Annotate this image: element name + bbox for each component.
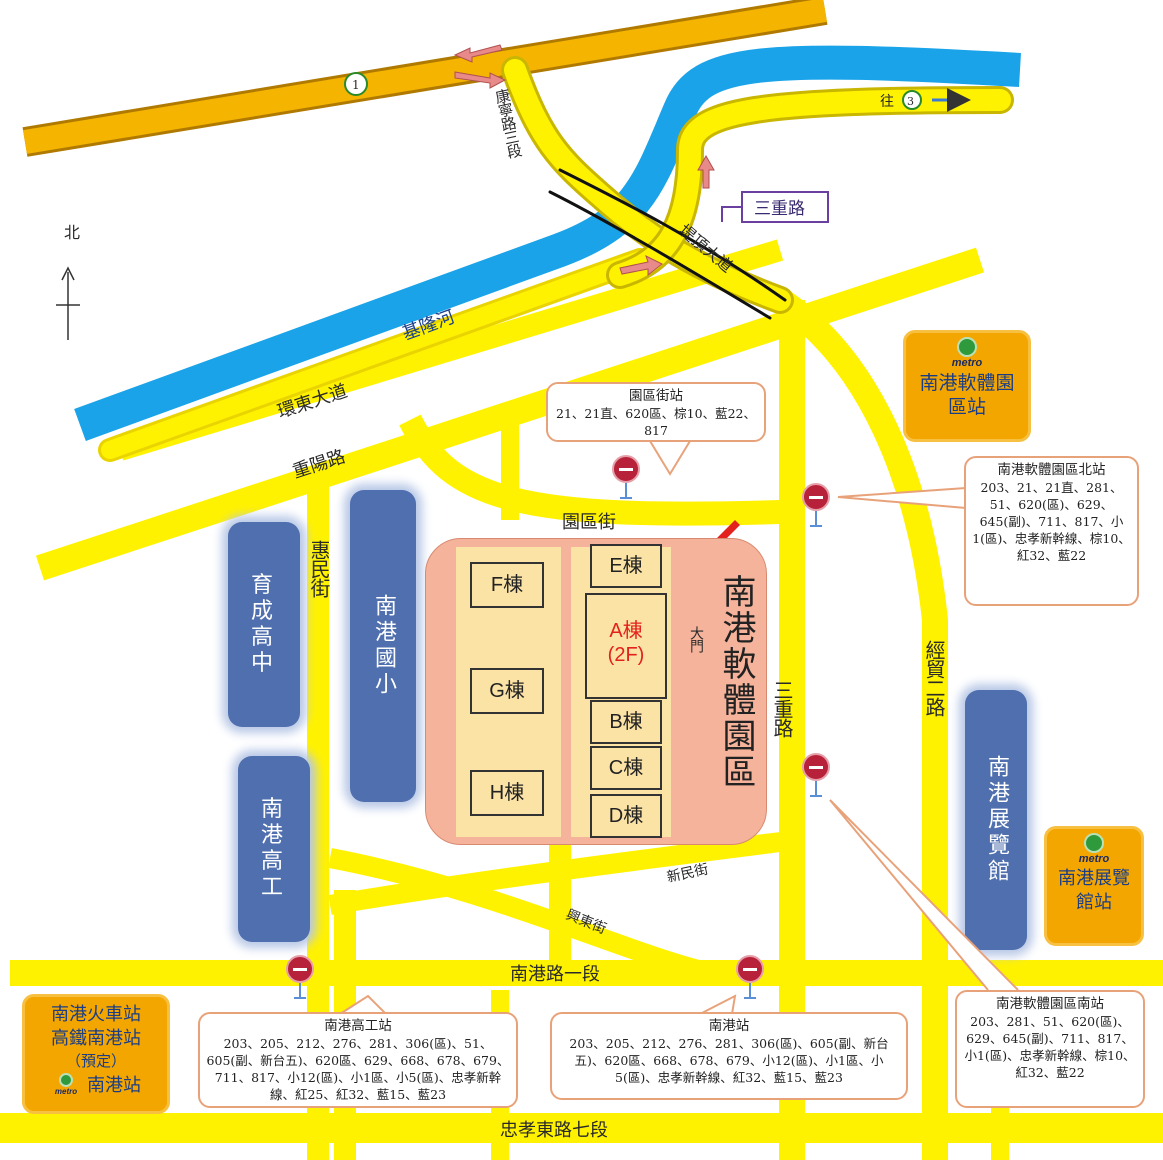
train-line-1: 南港火車站	[51, 1004, 141, 1025]
building-h: H棟	[470, 770, 544, 816]
building-c: C棟	[590, 746, 662, 790]
traffic-arrows	[453, 44, 715, 277]
bus-info-gaogong-routes: 203、205、212、276、281、306(區)、51、605(副、新台五)…	[206, 1036, 510, 1102]
metro-exhibition-label: 南港展覽館站	[1058, 868, 1130, 913]
bus-info-yuanqu-routes: 21、21直、620區、棕10、藍22、817	[556, 406, 756, 438]
bus-info-gaogong-title: 南港高工站	[324, 1018, 392, 1034]
bus-info-yuanqu: 園區街站 21、21直、620區、棕10、藍22、817	[546, 382, 766, 442]
jingmao-label: 經貿二路	[922, 640, 946, 716]
huimin-label: 惠民街	[307, 540, 331, 597]
bus-info-nangang-title: 南港站	[708, 1018, 750, 1034]
route1-shield-icon	[344, 72, 368, 96]
road-chongyang	[35, 247, 985, 581]
route3-shield-label: 3	[907, 95, 914, 108]
train-line-3: （預定）	[65, 1052, 126, 1070]
metro-software-park-label: 南港軟體園區站	[919, 372, 1015, 418]
train-line-2: 高鐵南港站	[51, 1028, 141, 1049]
bus-info-north: 南港軟體園區北站 203、21、21直、281、51、620(區)、629、64…	[964, 456, 1139, 606]
bus-info-nangang: 南港站 203、205、212、276、281、306(區)、605(副、新台五…	[550, 1012, 908, 1100]
bus-stop-yuanqu-icon[interactable]	[612, 455, 640, 483]
sanchong-sign-box	[741, 191, 829, 223]
bus-stop-north-icon[interactable]	[802, 483, 830, 511]
metro-nangang-train[interactable]: 南港火車站 高鐵南港站 （預定） metro 南港站	[22, 994, 170, 1114]
building-f: F棟	[470, 562, 544, 608]
metro-logo-word: metro	[951, 357, 983, 369]
road-jingmao	[772, 289, 948, 1160]
building-a: A棟 (2F)	[585, 593, 667, 699]
expressway	[22, 0, 828, 157]
block-nangang-elem-label: 南港國小	[371, 594, 396, 698]
block-nangang-voc: 南港高工	[238, 756, 310, 942]
route1-shield-label: 1	[352, 78, 360, 92]
building-a-label: A棟	[609, 620, 643, 642]
train-station-row: metro 南港站	[25, 1071, 167, 1097]
bus-stop-south-pole	[810, 781, 822, 797]
bus-stop-gaogong-icon[interactable]	[286, 955, 314, 983]
block-exhibition-label: 南港展覽館	[984, 755, 1009, 885]
sanchong-road-label: 三重路	[770, 680, 794, 737]
train-station-label: 南港站	[87, 1075, 141, 1096]
building-a-floor: (2F)	[607, 644, 645, 666]
nangang-road-label: 南港路一段	[510, 964, 600, 985]
gate-label: 大門	[688, 626, 704, 652]
building-e: E棟	[590, 544, 662, 588]
metro-exhibition[interactable]: metro 南港展覽館站	[1044, 826, 1144, 946]
zhongxiao-road-label: 忠孝東路七段	[500, 1120, 608, 1141]
sanchong-sign-label: 三重路	[754, 199, 805, 219]
bus-stop-north-pole	[810, 511, 822, 527]
bus-info-south: 南港軟體園區南站 203、281、51、620(區)、629、645(副)、71…	[955, 990, 1145, 1108]
block-yucheng-label: 育成高中	[250, 572, 277, 676]
building-g: G棟	[470, 668, 544, 714]
metro-logo-word-3: metro	[54, 1086, 78, 1096]
metro-logo-icon: metro	[947, 337, 987, 369]
bus-stop-nangang-pole	[744, 983, 756, 999]
bus-info-nangang-routes: 203、205、212、276、281、306(區)、605(副、新台五)、62…	[569, 1036, 889, 1085]
metro-logo-word-2: metro	[1078, 853, 1110, 865]
bus-info-north-routes: 203、21、21直、281、51、620(區)、629、645(副)、711、…	[972, 480, 1131, 563]
building-d: D棟	[590, 794, 662, 838]
bus-stop-nangang-icon[interactable]	[736, 955, 764, 983]
block-exhibition: 南港展覽館	[965, 690, 1027, 950]
bus-stop-gaogong-pole	[294, 983, 306, 999]
bus-stop-south-icon[interactable]	[802, 753, 830, 781]
park-title: 南港軟體園區	[716, 574, 756, 790]
metro-software-park[interactable]: metro 南港軟體園區站	[903, 330, 1031, 442]
ramps	[501, 56, 1014, 320]
metro-logo-icon-3: metro	[51, 1072, 81, 1096]
bus-info-north-title: 南港軟體園區北站	[997, 462, 1106, 478]
bus-stop-yuanqu-pole	[620, 483, 632, 499]
block-yucheng: 育成高中	[228, 522, 300, 727]
block-nangang-voc-label: 南港高工	[260, 797, 287, 900]
route3-prefix-label: 往	[880, 94, 894, 110]
north-label: 北	[61, 224, 80, 239]
route3-shield-icon	[902, 90, 922, 110]
yuanqu-label: 園區街	[562, 512, 616, 533]
bus-info-south-title: 南港軟體園區南站	[996, 996, 1104, 1012]
metro-logo-icon-2: metro	[1074, 833, 1114, 865]
bus-info-south-routes: 203、281、51、620(區)、629、645(副)、711、817、小1(…	[964, 1014, 1136, 1080]
block-nangang-elem: 南港國小	[350, 490, 416, 802]
bus-info-yuanqu-title: 園區街站	[629, 388, 683, 404]
compass-arrow	[56, 266, 80, 340]
building-b: B棟	[590, 700, 662, 744]
bus-info-gaogong: 南港高工站 203、205、212、276、281、306(區)、51、605(…	[198, 1012, 518, 1108]
